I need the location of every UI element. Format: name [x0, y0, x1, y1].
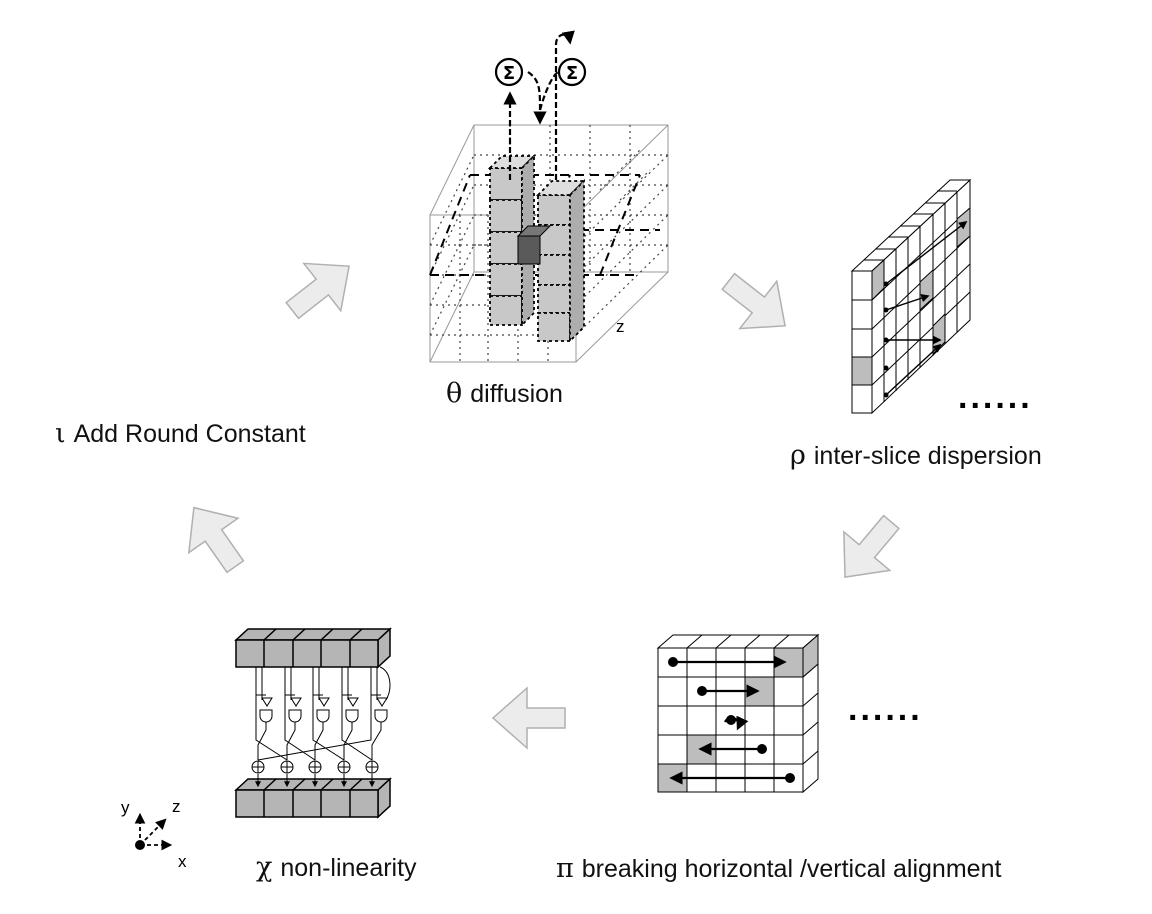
chi-symbol: χ [256, 852, 273, 883]
axis-label-x: x [178, 852, 187, 871]
arrow-iota-to-theta [273, 241, 369, 335]
axis-label-y: y [121, 798, 130, 817]
pi-permutation-figure [656, 633, 820, 794]
theta-diffusion-figure: Σ Σ z [429, 30, 669, 363]
arrow-rho-to-pi [821, 501, 916, 598]
pi-label-text: breaking horizontal /vertical alignment [581, 855, 1002, 883]
arrow-pi-to-chi [492, 687, 566, 749]
sigma-symbol-right: Σ [566, 63, 578, 84]
arrow-chi-to-iota [168, 489, 261, 585]
sigma-symbol-left: Σ [503, 63, 515, 84]
pi-continuation-dots: ...... [848, 690, 923, 728]
iota-symbol: ι [55, 418, 66, 449]
rho-label-text: inter-slice dispersion [813, 442, 1042, 470]
iota-label-text: Add Round Constant [73, 420, 306, 448]
rho-continuation-dots: ...... [958, 378, 1033, 416]
arrow-theta-to-rho [709, 257, 805, 351]
pi-symbol: π [556, 853, 574, 884]
theta-label-text: diffusion [470, 380, 563, 408]
chi-nonlinear-figure [234, 627, 392, 819]
axis-label-z: z [172, 797, 181, 816]
axes-legend: y x z [121, 797, 187, 871]
theta-z-axis-label: z [616, 317, 625, 336]
theta-symbol: θ [446, 378, 463, 409]
rho-dispersion-figure [850, 178, 972, 415]
rho-symbol: ρ [790, 440, 806, 471]
chi-label-text: non-linearity [280, 854, 417, 882]
